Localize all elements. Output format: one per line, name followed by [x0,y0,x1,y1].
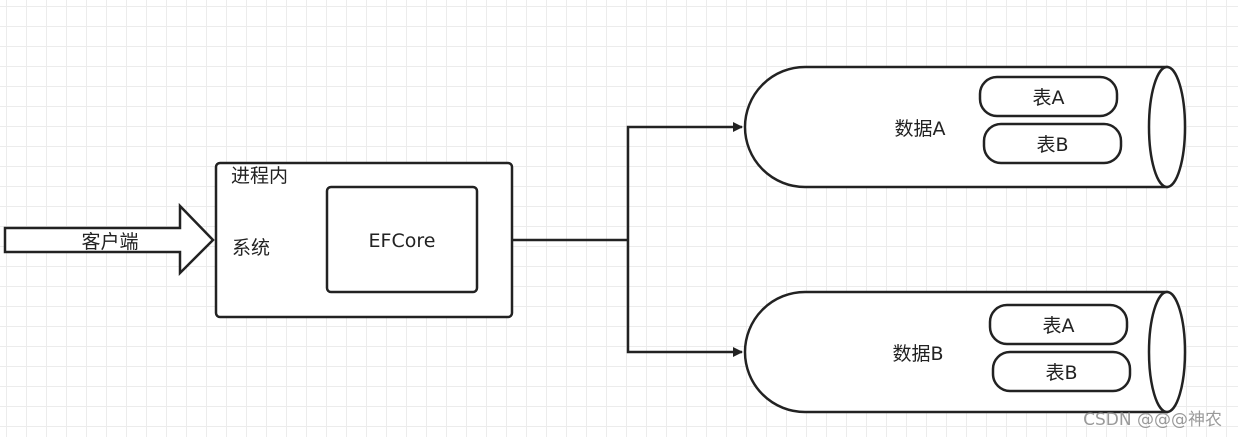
database-b-table-a-box [988,303,1129,346]
connectors [512,122,743,357]
system-label: 系统 [232,237,270,259]
connector-to-database-b [626,240,743,357]
client-arrow: 客户端 [3,202,215,277]
connector-to-database-a [626,122,743,240]
database-a-table-b-label: 表B [1036,134,1068,156]
database-b: 数据B 表A 表B [743,290,1187,414]
database-a-end-cap [1147,65,1187,189]
efcore-label: EFCore [369,230,436,252]
database-a-table-a-box [978,75,1119,118]
database-b-table-b-label: 表B [1045,362,1077,384]
database-b-label: 数据B [892,343,943,365]
process-title: 进程内 [231,165,288,187]
database-a-table-a-label: 表A [1033,87,1065,109]
watermark: CSDN @@@神农 [1083,410,1222,430]
client-label: 客户端 [81,231,138,253]
database-a: 数据A 表A 表B [743,65,1187,189]
database-a-table-b-box [982,122,1123,165]
efcore-box [325,185,479,294]
database-b-table-a-label: 表A [1043,315,1075,337]
database-a-label: 数据A [895,118,946,140]
database-b-table-b-box [991,350,1132,393]
database-b-end-cap [1147,290,1187,414]
client-arrow-shape [3,202,215,277]
process-container: 进程内 系统 EFCore [214,161,514,319]
